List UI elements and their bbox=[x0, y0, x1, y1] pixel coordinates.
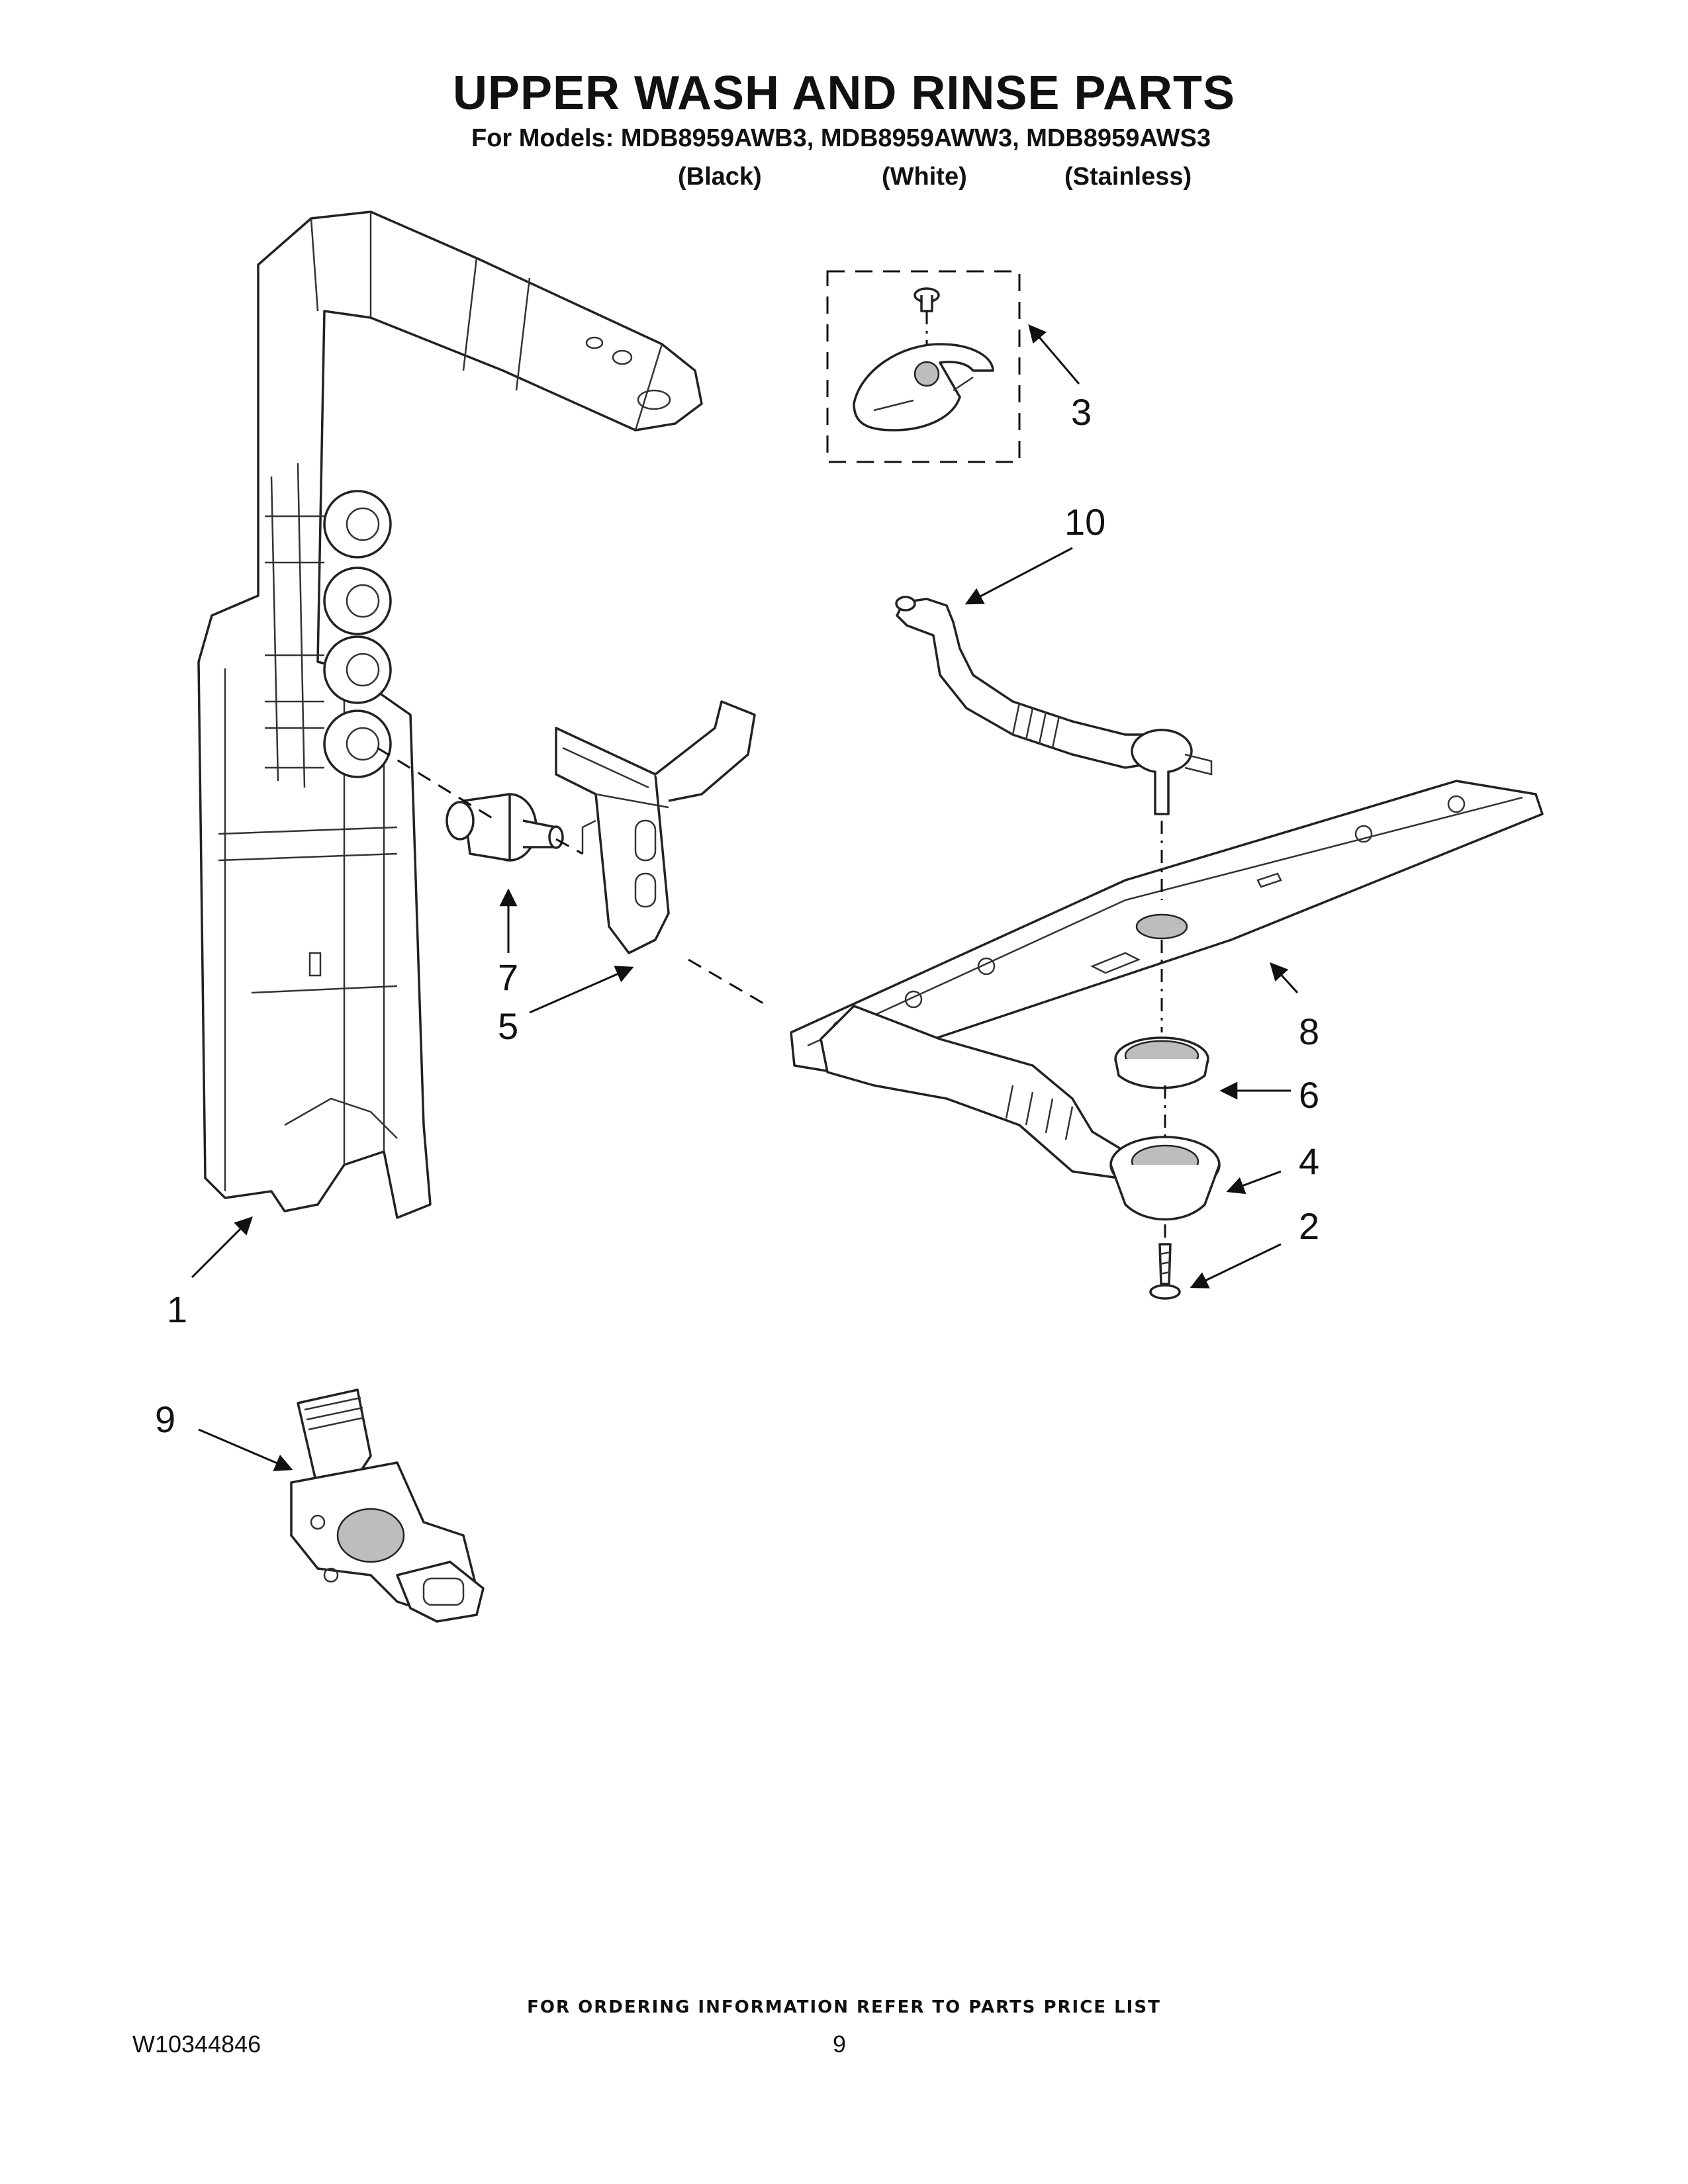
ordering-note: FOR ORDERING INFORMATION REFER TO PARTS … bbox=[527, 1997, 1161, 2017]
callout-4: 4 bbox=[1299, 1140, 1319, 1182]
document-number: W10344846 bbox=[132, 2030, 261, 2058]
callout-1: 1 bbox=[167, 1289, 187, 1330]
part-4-lower-hub bbox=[820, 1005, 1221, 1221]
callout-7: 7 bbox=[498, 956, 518, 998]
part-3-hub-assembly bbox=[826, 270, 1021, 463]
callout-numbers: 1 2 3 4 5 6 7 8 9 10 bbox=[155, 391, 1319, 1440]
part-10-feed-tube bbox=[895, 596, 1213, 815]
callout-8: 8 bbox=[1299, 1011, 1319, 1052]
page-title: UPPER WASH AND RINSE PARTS bbox=[452, 67, 1236, 120]
leader-lines bbox=[191, 324, 1299, 1471]
callout-5: 5 bbox=[498, 1005, 518, 1047]
callout-9: 9 bbox=[155, 1398, 175, 1440]
callout-3: 3 bbox=[1071, 391, 1092, 433]
part-2-screw bbox=[1149, 1243, 1181, 1300]
models-line: For Models: MDB8959AWB3, MDB8959AWW3, MD… bbox=[471, 124, 1211, 152]
part-6-seal-ring bbox=[1114, 1036, 1209, 1089]
variant-black: (Black) bbox=[678, 163, 762, 191]
part-7-plug bbox=[445, 793, 564, 862]
callout-2: 2 bbox=[1299, 1205, 1319, 1247]
part-8-spray-arm bbox=[790, 780, 1544, 1073]
part-1-manifold-duct bbox=[197, 210, 703, 1219]
part-9-connector bbox=[290, 1388, 485, 1623]
variant-white: (White) bbox=[882, 163, 967, 191]
variant-stainless: (Stainless) bbox=[1064, 163, 1192, 191]
callout-10: 10 bbox=[1064, 501, 1105, 543]
callout-6: 6 bbox=[1299, 1074, 1319, 1116]
page-number: 9 bbox=[833, 2030, 847, 2058]
part-5-bracket bbox=[555, 700, 756, 954]
